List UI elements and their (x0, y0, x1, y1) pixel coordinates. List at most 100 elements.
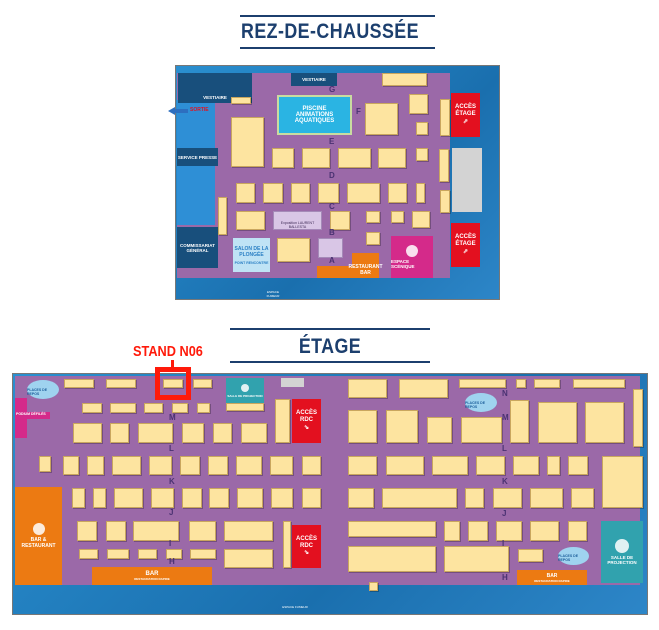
stand[interactable] (112, 456, 141, 475)
stand[interactable] (190, 549, 216, 559)
stand[interactable] (386, 456, 424, 475)
stand[interactable] (365, 103, 398, 135)
stand[interactable] (218, 197, 227, 235)
stand[interactable] (459, 379, 506, 388)
stand[interactable] (468, 521, 488, 541)
stand[interactable] (302, 488, 321, 508)
stand[interactable] (275, 399, 290, 443)
stand[interactable] (366, 211, 380, 223)
stand[interactable] (197, 403, 210, 413)
stand[interactable] (399, 379, 448, 398)
stand[interactable] (110, 423, 129, 443)
stand[interactable] (182, 423, 204, 443)
stand[interactable] (193, 379, 212, 388)
stand[interactable] (378, 148, 406, 168)
stand[interactable] (107, 549, 129, 559)
stand[interactable] (585, 402, 624, 443)
stand[interactable] (231, 117, 264, 167)
stand[interactable] (348, 521, 436, 537)
stand[interactable] (510, 400, 529, 443)
stand[interactable] (208, 456, 228, 475)
stand[interactable] (530, 521, 559, 541)
stand[interactable] (444, 546, 509, 572)
stand[interactable] (338, 148, 371, 168)
stand[interactable] (302, 148, 330, 168)
access-ground-1[interactable]: ACCÈS RDC⇘ (292, 399, 321, 443)
stand[interactable] (172, 403, 188, 413)
stand[interactable] (348, 456, 377, 475)
stand[interactable] (291, 183, 310, 203)
stand[interactable] (382, 73, 427, 86)
stand[interactable] (271, 488, 293, 508)
stand[interactable] (568, 521, 587, 541)
stand[interactable] (496, 521, 522, 541)
stand[interactable] (416, 183, 425, 203)
stand[interactable] (513, 456, 539, 475)
stand[interactable] (416, 148, 428, 161)
stand[interactable] (106, 379, 136, 388)
stand[interactable] (440, 190, 450, 213)
stand[interactable] (182, 488, 202, 508)
stand[interactable] (302, 456, 321, 475)
stand[interactable] (151, 488, 174, 508)
stand[interactable] (465, 488, 484, 508)
stand[interactable] (133, 521, 179, 541)
stand[interactable] (110, 403, 136, 413)
stand[interactable] (409, 94, 428, 114)
stand[interactable] (461, 417, 502, 443)
stand[interactable] (237, 488, 263, 508)
stand[interactable] (138, 549, 157, 559)
stand[interactable] (348, 410, 377, 443)
access-ground-2[interactable]: ACCÈS RDC⇘ (292, 525, 321, 568)
stand[interactable] (64, 379, 94, 388)
stand[interactable] (571, 488, 594, 508)
stand[interactable] (432, 456, 468, 475)
stand[interactable] (347, 183, 380, 203)
stand[interactable] (77, 521, 97, 541)
stand[interactable] (516, 379, 526, 388)
stand[interactable] (388, 183, 407, 203)
stand[interactable] (416, 122, 428, 135)
stand[interactable] (263, 183, 283, 203)
access-upper-1[interactable]: ACCÈS ÉTAGE⇗ (451, 93, 480, 137)
stand[interactable] (283, 521, 291, 568)
stand[interactable] (391, 211, 404, 223)
stand[interactable] (39, 456, 51, 472)
stand[interactable] (573, 379, 625, 388)
stand[interactable] (534, 379, 560, 388)
stand[interactable] (226, 403, 264, 411)
stand[interactable] (382, 488, 457, 508)
stand[interactable] (73, 423, 102, 443)
stand[interactable] (330, 211, 350, 230)
stand[interactable] (213, 423, 232, 443)
stand[interactable] (209, 488, 229, 508)
stand[interactable] (106, 521, 126, 541)
stand[interactable] (366, 232, 380, 245)
stand[interactable] (493, 488, 522, 508)
stand[interactable] (633, 389, 643, 447)
stand[interactable] (231, 97, 251, 104)
stand[interactable] (568, 456, 588, 475)
stand[interactable] (412, 211, 430, 228)
stand[interactable] (538, 402, 577, 443)
stand[interactable] (369, 582, 378, 591)
stand-n06-highlight[interactable] (155, 367, 191, 400)
access-upper-2[interactable]: ACCÈS ÉTAGE⇗ (451, 223, 480, 267)
stand[interactable] (444, 521, 460, 541)
stand[interactable] (72, 488, 85, 508)
stand[interactable] (476, 456, 505, 475)
stand[interactable] (348, 488, 374, 508)
stand[interactable] (236, 211, 265, 230)
stand[interactable] (114, 488, 143, 508)
stand[interactable] (82, 403, 102, 413)
stand[interactable] (518, 549, 543, 562)
stand[interactable] (138, 423, 173, 443)
stand[interactable] (270, 456, 293, 475)
stand[interactable] (149, 456, 172, 475)
stand[interactable] (224, 521, 273, 541)
stand[interactable] (348, 379, 387, 398)
stand[interactable] (87, 456, 104, 475)
stand[interactable] (166, 549, 182, 559)
stand[interactable] (277, 238, 310, 262)
stand[interactable] (547, 456, 560, 475)
